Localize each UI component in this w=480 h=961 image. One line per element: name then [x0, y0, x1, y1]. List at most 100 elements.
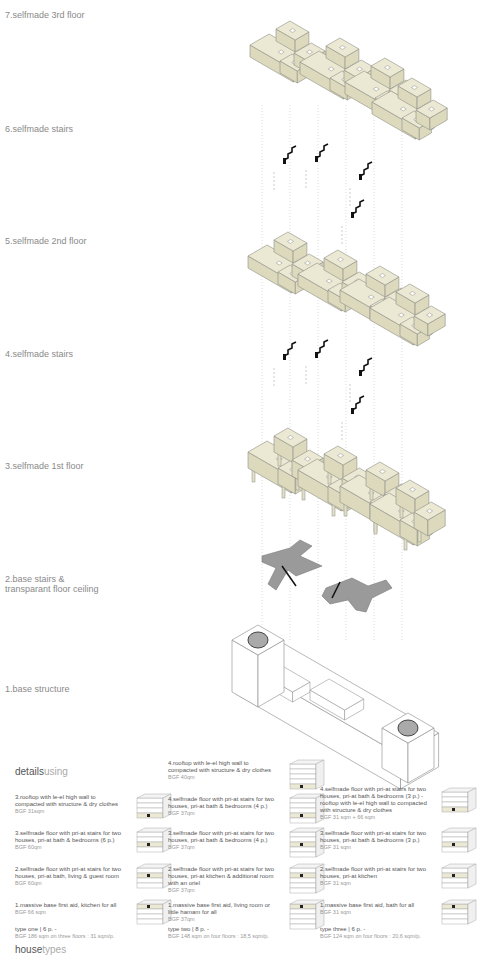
- stair-symbol: [352, 200, 364, 214]
- alignment-line: [350, 384, 351, 402]
- stair-marker: [300, 785, 303, 788]
- part-label: types: [42, 944, 66, 956]
- alignment-line: [274, 172, 275, 190]
- roof-opening: [368, 295, 374, 299]
- stair-symbol: [315, 352, 318, 358]
- floor-slab: [326, 38, 359, 57]
- house-type-note: BGF 31sqm: [15, 808, 123, 814]
- house-type-note: BGF 31 sqm: [320, 909, 428, 915]
- house-type-note: BGF 60qm: [15, 880, 123, 886]
- roof-opening: [385, 66, 391, 70]
- house-type-note: BGF 148 sqm on four floors : 18,5 sqm/p.: [168, 933, 316, 939]
- water-tank: [398, 720, 418, 736]
- alignment-line: [350, 188, 351, 206]
- house-type-thumbnail: [442, 868, 468, 873]
- house-type-thumbnail: [137, 837, 163, 842]
- house-type-thumbnail: [290, 909, 316, 914]
- roof-opening: [307, 50, 313, 54]
- stair-marker: [147, 905, 150, 908]
- stair-symbol: [360, 358, 372, 372]
- stair-symbol: [316, 340, 328, 354]
- stair-symbol: [351, 408, 354, 414]
- part-label: using: [44, 766, 68, 778]
- house-type-thumbnail: [290, 919, 316, 924]
- house-type-note: BGF 60qm: [15, 844, 123, 850]
- house-type-thumbnail: [137, 909, 163, 914]
- house-type-thumbnail: [290, 769, 316, 774]
- house-type-thumbnail: [290, 878, 316, 883]
- stair-symbol: [359, 174, 362, 180]
- roof-opening: [357, 67, 363, 71]
- stair-marker: [147, 843, 150, 846]
- house-type-thumbnail: [290, 914, 316, 919]
- house-type-note: 3.selfmade floor with pri-at stairs for …: [168, 830, 276, 844]
- house-type-thumbnail: [137, 914, 163, 919]
- alignment-line: [346, 105, 347, 640]
- house-type-thumbnail: [290, 803, 316, 808]
- house-type-note: BGF 40qm: [168, 774, 276, 780]
- house-type-thumbnail: [290, 883, 316, 888]
- floor-slab: [396, 480, 429, 499]
- house-type-thumbnail: [290, 784, 316, 789]
- house-type-thumbnail: [468, 900, 476, 924]
- part-label: 6.selfmade stairs: [5, 124, 73, 134]
- stair-symbol: [282, 566, 296, 586]
- stair-symbol: [359, 370, 362, 376]
- floor-slab: [398, 78, 431, 97]
- roof-opening: [427, 509, 433, 513]
- house-type-thumbnail: [290, 868, 316, 873]
- house-type-note: 3.rooftop with le-el high wall to compac…: [15, 794, 123, 808]
- stair-core: [322, 578, 392, 612]
- stair-core: [262, 540, 322, 590]
- roof-opening: [326, 279, 332, 283]
- house-type-thumbnail: [290, 852, 316, 857]
- house-type-thumbnail: [290, 842, 316, 847]
- stair-symbol: [351, 212, 354, 218]
- roof-opening: [380, 274, 386, 278]
- house-type-thumbnail: [442, 832, 468, 837]
- house-type-thumbnail: [290, 813, 316, 818]
- stair-symbol: [284, 146, 296, 160]
- house-type-thumbnail: [442, 919, 468, 924]
- roof-opening: [276, 261, 282, 265]
- roof-opening: [290, 29, 296, 33]
- roof-opening: [305, 457, 311, 461]
- house-type-note: 2.selfmade floor with pri-at stairs for …: [15, 866, 123, 880]
- roof-opening: [412, 86, 418, 90]
- house-type-note: 2.selfmade floor with pri-at stairs for …: [168, 866, 276, 887]
- house-type-thumbnail: [137, 798, 163, 803]
- base-structure: [236, 638, 439, 755]
- part-label: 4.selfmade stairs: [5, 349, 73, 359]
- alignment-line: [318, 105, 319, 640]
- house-type-note: type one | 6 p. -: [15, 926, 163, 933]
- floor-slab: [371, 58, 404, 77]
- alignment-line: [306, 170, 307, 188]
- stair-symbol: [284, 342, 296, 356]
- house-type-thumbnail: [316, 760, 324, 789]
- house-type-thumbnail: [442, 904, 468, 909]
- stair-symbol: [283, 158, 286, 164]
- alignment-line: [374, 105, 375, 640]
- part-label: 7.selfmade 3rd floor: [5, 10, 85, 20]
- house-type-thumbnail: [290, 832, 316, 837]
- house-type-thumbnail: [137, 868, 163, 873]
- house-type-note: BGF 31 sqm: [320, 844, 428, 850]
- house-type-thumbnail: [442, 909, 468, 914]
- alignment-line: [342, 422, 343, 440]
- stair-marker: [452, 843, 455, 846]
- house-type-thumbnail: [442, 914, 468, 919]
- stair-marker: [452, 808, 455, 811]
- part-label: 1.base structure: [5, 684, 70, 694]
- stair-symbol: [283, 354, 286, 360]
- stair-symbol: [360, 162, 372, 176]
- roof-opening: [410, 488, 416, 492]
- house-type-thumbnail: [442, 792, 468, 797]
- house-type-note: BGF 186 sqm on three floors : 31 sqm/p.: [15, 933, 163, 939]
- floor-slab: [274, 428, 307, 447]
- floor-slab: [324, 446, 357, 465]
- house-type-note: 3.selfmade floor with pri-at stairs for …: [15, 830, 123, 844]
- roof-opening: [410, 292, 416, 296]
- stair-marker: [300, 843, 303, 846]
- part-label: 3.selfmade 1st floor: [5, 461, 84, 471]
- house-type-thumbnail: [442, 873, 468, 878]
